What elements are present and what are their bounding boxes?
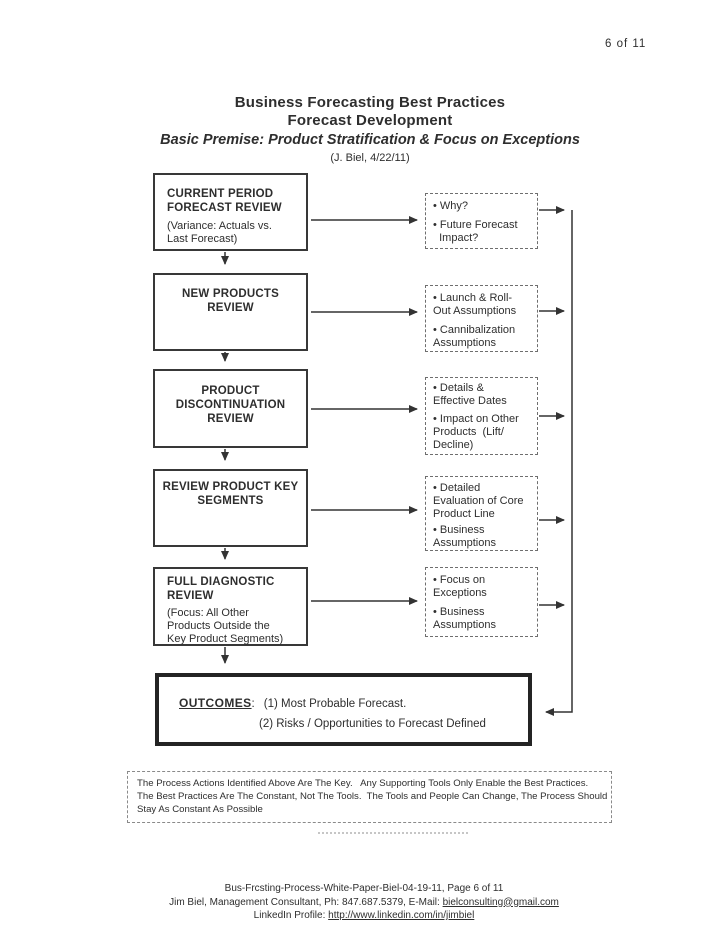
process-box-current-period-forecast-review: CURRENT PERIOD FORECAST REVIEW (Variance… bbox=[153, 173, 308, 251]
outcomes-box: OUTCOMES: (1) Most Probable Forecast. (2)… bbox=[155, 673, 532, 746]
footer-linkedin-prefix: LinkedIn Profile: bbox=[253, 910, 329, 921]
footer-contact-line: Jim Biel, Management Consultant, Ph: 847… bbox=[0, 896, 728, 910]
outcomes-label: OUTCOMES bbox=[179, 696, 252, 710]
outcome-item: (2) Risks / Opportunities to Forecast De… bbox=[259, 718, 486, 730]
process-to-notes-arrows bbox=[311, 216, 418, 605]
note-bullet: • Business Assumptions bbox=[433, 606, 496, 631]
note-bullet: • Launch & Roll- Out Assumptions bbox=[433, 292, 517, 317]
process-box-review-product-key-segments: REVIEW PRODUCT KEY SEGMENTS bbox=[153, 469, 308, 547]
feedback-rail-to-outcomes bbox=[545, 210, 573, 716]
process-box-title: CURRENT PERIOD FORECAST REVIEW bbox=[167, 188, 282, 214]
document-title: Business Forecasting Best Practices bbox=[234, 94, 506, 111]
note-bullet: • Details & Effective Dates bbox=[433, 382, 507, 407]
author-date-line: (J. Biel, 4/22/11) bbox=[330, 152, 410, 164]
note-bullet: • Why? bbox=[433, 200, 469, 212]
notes-box-new-products: • Launch & Roll- Out Assumptions • Canni… bbox=[425, 285, 538, 352]
email-link[interactable]: bielconsulting@gmail.com bbox=[442, 896, 559, 908]
premise-line: Basic Premise: Product Stratification & … bbox=[160, 132, 580, 148]
process-box-title: FULL DIAGNOSTIC REVIEW bbox=[167, 576, 275, 602]
outcome-item: (1) Most Probable Forecast. bbox=[263, 698, 407, 710]
note-bullet: • Business Assumptions bbox=[433, 524, 496, 549]
outcomes-line-1: OUTCOMES: (1) Most Probable Forecast. bbox=[179, 696, 528, 710]
page-footer: Bus-Frcsting-Process-White-Paper-Biel-04… bbox=[0, 882, 728, 923]
process-box-subtitle: (Variance: Actuals vs. Last Forecast) bbox=[167, 220, 272, 245]
process-box-title: PRODUCT DISCONTINUATION REVIEW bbox=[175, 385, 286, 425]
notes-box-full-diagnostic: • Focus on Exceptions • Business Assumpt… bbox=[425, 567, 538, 637]
scan-artifact bbox=[318, 831, 468, 834]
outcomes-separator: : bbox=[251, 698, 255, 710]
process-box-title: NEW PRODUCTS REVIEW bbox=[182, 288, 279, 314]
process-box-subtitle: (Focus: All Other Products Outside the K… bbox=[167, 607, 284, 645]
title-block: Business Forecasting Best Practices Fore… bbox=[12, 94, 728, 164]
notes-box-product-discontinuation: • Details & Effective Dates • Impact on … bbox=[425, 377, 538, 455]
process-box-title: REVIEW PRODUCT KEY SEGMENTS bbox=[162, 481, 299, 507]
process-box-new-products-review: NEW PRODUCTS REVIEW bbox=[153, 273, 308, 351]
page-number: 6 of 11 bbox=[605, 38, 647, 50]
footer-doc-line: Bus-Frcsting-Process-White-Paper-Biel-04… bbox=[224, 883, 504, 894]
note-bullet: • Future Forecast Impact? bbox=[433, 219, 518, 244]
note-bullet: • Cannibalization Assumptions bbox=[433, 324, 516, 349]
footer-linkedin-line: LinkedIn Profile: http://www.linkedin.co… bbox=[0, 909, 728, 923]
notes-box-key-segments: • Detailed Evaluation of Core Product Li… bbox=[425, 476, 538, 551]
process-box-product-discontinuation-review: PRODUCT DISCONTINUATION REVIEW bbox=[153, 369, 308, 448]
notes-box-current-period: • Why? • Future Forecast Impact? bbox=[425, 193, 538, 249]
note-bullet: • Focus on Exceptions bbox=[433, 574, 487, 599]
document-subtitle: Forecast Development bbox=[287, 112, 453, 129]
note-bullet: • Detailed Evaluation of Core Product Li… bbox=[433, 482, 524, 520]
process-box-full-diagnostic-review: FULL DIAGNOSTIC REVIEW (Focus: All Other… bbox=[153, 567, 308, 646]
note-bullet: • Impact on Other Products (Lift/ Declin… bbox=[433, 413, 519, 451]
notes-to-rail-arrows bbox=[539, 206, 565, 609]
key-message-box: The Process Actions Identified Above Are… bbox=[127, 771, 612, 823]
linkedin-link[interactable]: http://www.linkedin.com/in/jimbiel bbox=[328, 910, 475, 921]
footer-contact-prefix: Jim Biel, Management Consultant, Ph: 847… bbox=[169, 896, 443, 908]
